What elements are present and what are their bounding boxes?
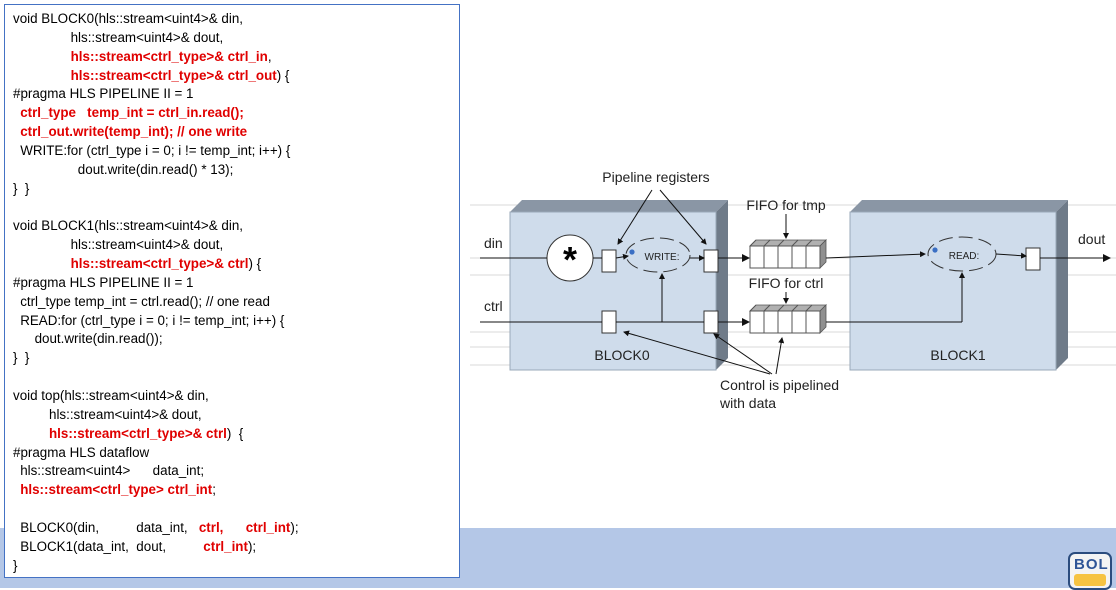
code-highlight: ctrl, (198, 519, 224, 535)
code-text: } } (13, 180, 30, 196)
code-line: #pragma HLS dataflow (13, 445, 149, 461)
code-line: ctrl_type temp_int = ctrl.read(); // one… (20, 294, 270, 310)
code-line: dout.write(din.read() * 13); (78, 162, 234, 178)
code-line: } } (13, 350, 29, 366)
pipeline-diagram: * WRITE: (470, 169, 1116, 411)
block0-box (509, 200, 728, 371)
logo-bar (1074, 574, 1106, 586)
code-text: } } (13, 350, 30, 366)
code-line: void BLOCK0(hls::stream<uint4>& din, (13, 11, 243, 27)
code-text: WRITE:for (ctrl_type i = 0; i != temp_in… (20, 142, 291, 158)
code-line: BLOCK1(data_int, dout, ctrl_int); (20, 539, 256, 555)
code-text: , (267, 48, 272, 64)
read-label: READ: (949, 251, 980, 262)
code-line: hls::stream<ctrl_type>& ctrl_in, (71, 49, 272, 65)
multiplier-star: * (563, 239, 577, 280)
din-label: din (484, 235, 503, 251)
code-text: #pragma HLS PIPELINE II = 1 (13, 274, 194, 290)
code-line: ctrl_type temp_int = ctrl_in.read(); (20, 105, 244, 121)
code-highlight: hls::stream<ctrl_type>& ctrl (49, 425, 227, 441)
code-line: #pragma HLS PIPELINE II = 1 (13, 275, 194, 291)
block1-label: BLOCK1 (930, 347, 985, 363)
code-text: #pragma HLS dataflow (13, 444, 150, 460)
code-highlight: hls::stream<ctrl_type> ctrl_int (20, 482, 213, 498)
code-highlight: hls::stream<ctrl_type>& ctrl_in (70, 48, 268, 64)
code-line: dout.write(din.read()); (35, 331, 163, 347)
brand-logo: BOL (1068, 552, 1112, 590)
pipeline-register-in (601, 249, 617, 273)
code-text: } (13, 557, 18, 573)
code-highlight: ctrl_out.write(temp_int); // one write (20, 124, 248, 140)
write-loop: WRITE: (625, 237, 691, 273)
pipeline-registers-label: Pipeline registers (602, 169, 709, 185)
code-text: hls::stream<uint4>& dout, (70, 29, 224, 45)
code-text: ); (290, 519, 299, 535)
code-highlight: ctrl_int (245, 519, 291, 535)
control-pipelined-label-line2: with data (719, 395, 776, 411)
code-text: #pragma HLS PIPELINE II = 1 (13, 86, 194, 102)
code-line: } (13, 558, 17, 574)
code-line: } } (13, 181, 29, 197)
code-highlight: hls::stream<ctrl_type>& ctrl (70, 256, 249, 272)
code-line: WRITE:for (ctrl_type i = 0; i != temp_in… (20, 143, 290, 159)
code-text: void top(hls::stream<uint4>& din, (13, 388, 209, 403)
code-text: ); (247, 538, 257, 554)
code-text: ) { (226, 425, 244, 441)
fifo-tmp (749, 239, 827, 269)
code-panel: void BLOCK0(hls::stream<uint4>& din,hls:… (4, 4, 460, 578)
code-text: BLOCK0(din, data_int, (20, 519, 199, 535)
logo-text: BOL (1074, 556, 1109, 573)
code-line: #pragma HLS PIPELINE II = 1 (13, 86, 194, 102)
code-text: BLOCK1(data_int, dout, (20, 538, 204, 554)
code-text: READ:for (ctrl_type i = 0; i != temp_int… (20, 312, 285, 328)
code-text: ; (212, 482, 216, 498)
code-text: ) { (248, 256, 262, 272)
code-text: ctrl_type temp_int = ctrl.read(); // one… (20, 293, 270, 309)
code-text: hls::stream<uint4>& dout, (70, 237, 224, 253)
code-highlight: ctrl_int (203, 538, 248, 554)
code-line: hls::stream<ctrl_type>& ctrl) { (49, 426, 243, 442)
code-line: hls::stream<ctrl_type>& ctrl) { (71, 256, 262, 272)
code-line: void BLOCK1(hls::stream<uint4>& din, (13, 218, 243, 234)
dout-label: dout (1078, 231, 1105, 247)
code-line: ctrl_out.write(temp_int); // one write (20, 124, 247, 140)
code-line: hls::stream<ctrl_type>& ctrl_out) { (71, 68, 290, 84)
code-text: ) { (276, 67, 290, 83)
code-text: dout.write(din.read() * 13); (77, 161, 234, 177)
code-text (223, 520, 245, 535)
code-highlight: hls::stream<ctrl_type>& ctrl_out (70, 67, 277, 83)
ctrl-register-out (703, 310, 719, 334)
code-line: hls::stream<uint4> data_int; (20, 463, 204, 479)
code-line: hls::stream<ctrl_type> ctrl_int; (20, 482, 216, 498)
code-line: BLOCK0(din, data_int, ctrl, ctrl_int); (20, 520, 298, 536)
code-line: READ:for (ctrl_type i = 0; i != temp_int… (20, 313, 284, 329)
code-text: dout.write(din.read()); (34, 331, 163, 347)
code-line: hls::stream<uint4>& dout, (71, 30, 224, 46)
code-text: hls::stream<uint4> data_int; (20, 463, 205, 479)
block1-register (1025, 247, 1041, 271)
code-line: hls::stream<uint4>& dout, (49, 407, 202, 423)
fifo-ctrl-label: FIFO for ctrl (749, 275, 824, 291)
pipeline-register-out (703, 249, 719, 273)
fifo-ctrl (749, 304, 827, 334)
fifo-tmp-label: FIFO for tmp (746, 197, 826, 213)
code-highlight: ctrl_type temp_int = ctrl_in.read(); (20, 105, 244, 121)
ctrl-label: ctrl (484, 298, 503, 314)
code-text: void BLOCK0(hls::stream<uint4>& din, (13, 11, 243, 26)
ctrl-register-in (601, 310, 617, 334)
write-label: WRITE: (645, 252, 680, 263)
block0-label: BLOCK0 (594, 347, 649, 363)
code-line: void top(hls::stream<uint4>& din, (13, 388, 209, 404)
block1-box (849, 200, 1068, 371)
control-pipelined-label-line1: Control is pipelined (720, 377, 839, 393)
code-text: hls::stream<uint4>& dout, (49, 406, 202, 422)
code-text: void BLOCK1(hls::stream<uint4>& din, (13, 218, 243, 234)
code-line: hls::stream<uint4>& dout, (71, 237, 224, 253)
